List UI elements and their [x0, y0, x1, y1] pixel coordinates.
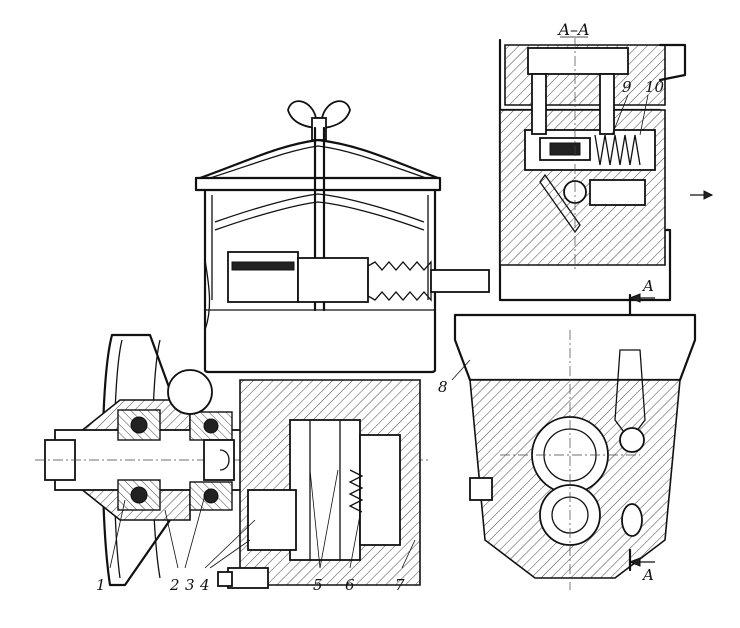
part-label-3: 3: [185, 576, 195, 594]
pump-body-section: [35, 333, 430, 589]
part-label-10: 10: [645, 78, 665, 96]
filter-bowl: [203, 188, 437, 374]
section-title: A–A: [556, 20, 589, 39]
wing-nut: [287, 100, 351, 129]
section-marker-bottom: A: [641, 566, 654, 584]
section-marker-top: A: [641, 277, 654, 295]
section-markers: [628, 293, 655, 572]
part-label-4: 4: [199, 576, 210, 594]
leader-lines: [109, 94, 649, 569]
filter-assembly: [194, 100, 490, 374]
valve-spring: [594, 134, 641, 166]
part-label-2: 2: [169, 576, 180, 594]
section-a-a: [498, 38, 714, 302]
side-view: [453, 313, 697, 590]
part-label-6: 6: [345, 576, 355, 594]
gear-pair: [289, 419, 361, 561]
part-label-8: 8: [438, 378, 448, 396]
part-label-7: 7: [395, 576, 405, 594]
part-label-1: 1: [96, 576, 106, 594]
part-label-9: 9: [622, 78, 632, 96]
part-label-5: 5: [313, 576, 323, 594]
